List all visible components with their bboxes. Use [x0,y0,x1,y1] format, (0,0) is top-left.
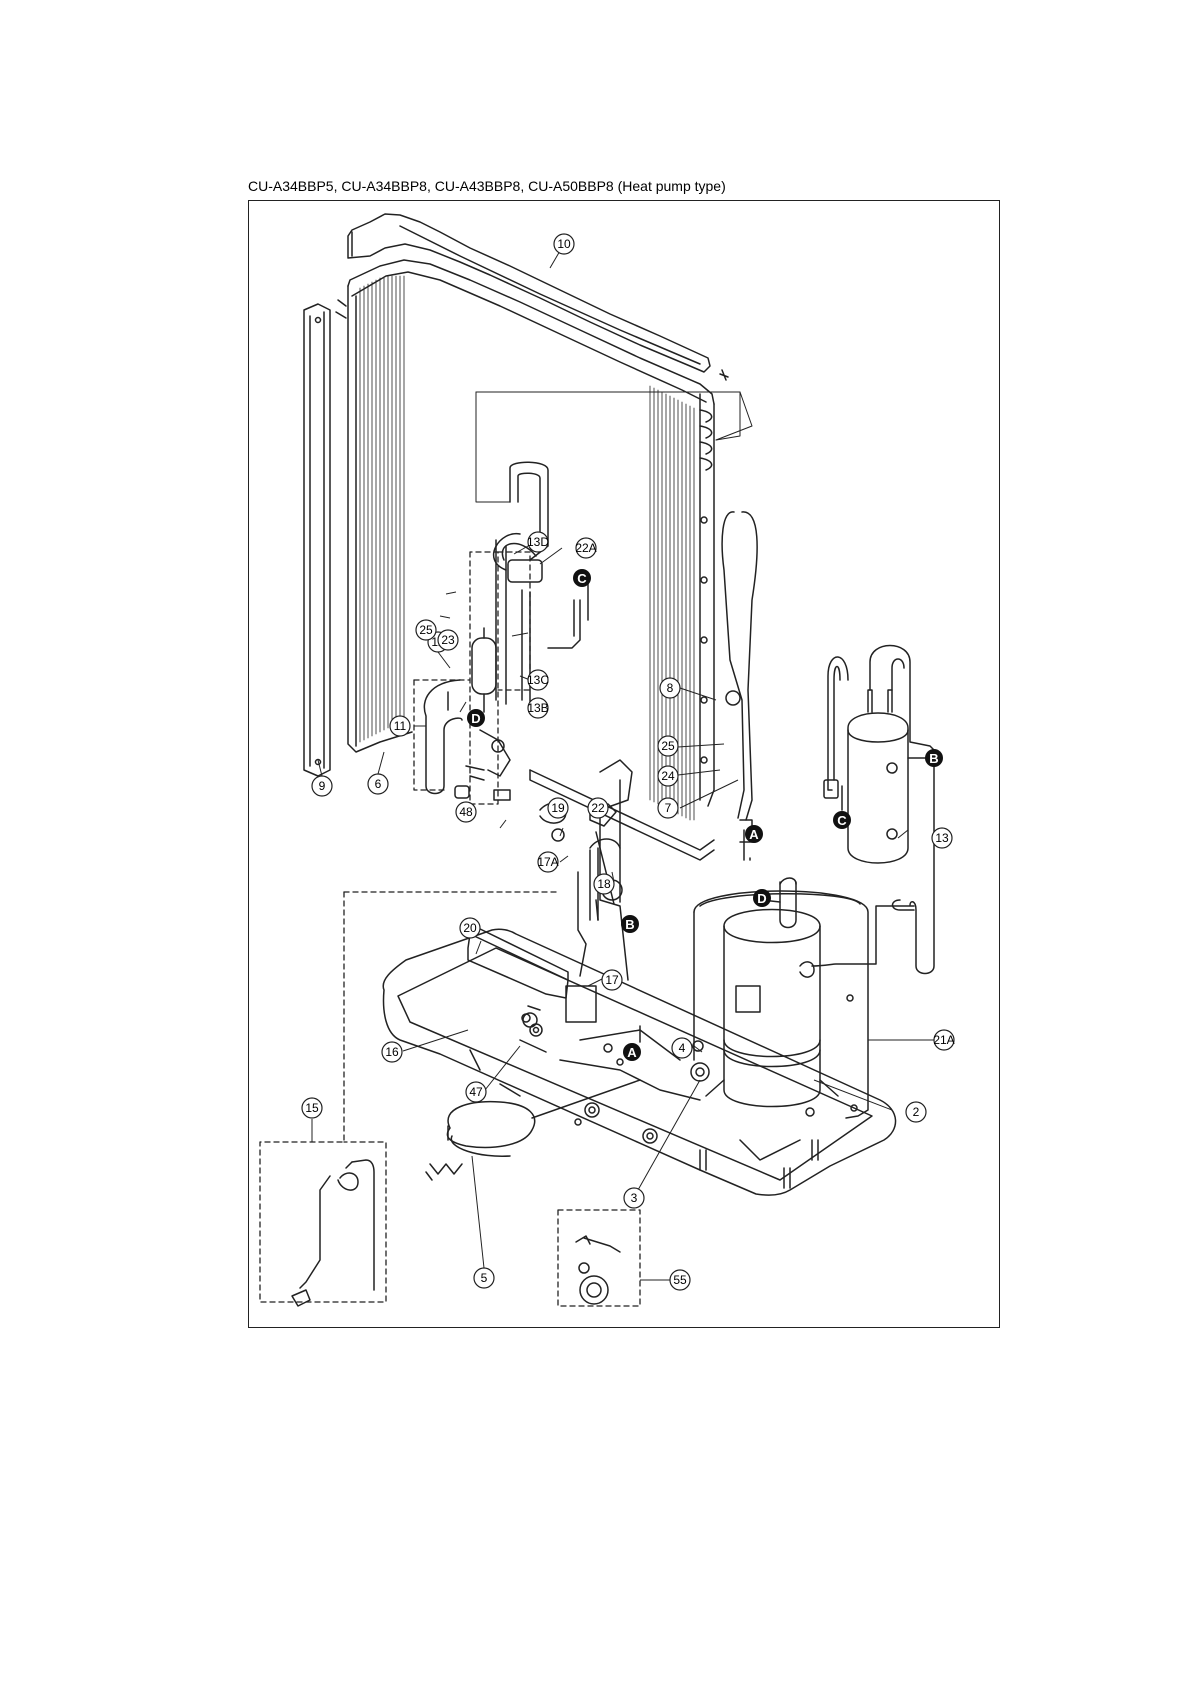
svg-text:9: 9 [319,779,326,793]
svg-text:10: 10 [557,237,571,251]
callout-23: 23 [438,630,458,650]
callout-15: 15 [302,1098,322,1118]
connector-C-top: C [573,569,591,587]
svg-text:17A: 17A [537,855,558,869]
connector-B-accumulator: B [925,749,943,767]
svg-text:13C: 13C [527,673,549,687]
callout-13D: 13D [527,532,549,552]
svg-text:55: 55 [673,1273,687,1287]
accumulator [824,646,934,974]
callout-19: 19 [548,798,568,818]
svg-text:22: 22 [591,801,605,815]
svg-text:21A: 21A [933,1033,954,1047]
svg-text:20: 20 [463,921,477,935]
svg-text:13D: 13D [527,535,549,549]
svg-text:47: 47 [469,1085,483,1099]
svg-text:D: D [757,891,766,906]
svg-text:13B: 13B [527,701,548,715]
callout-8: 8 [660,678,680,698]
connector-A-base: A [623,1043,641,1061]
coil-return-bends [700,410,712,763]
svg-text:25: 25 [419,623,433,637]
svg-text:B: B [929,751,938,766]
flow-arrows [588,578,926,1042]
svg-text:22A: 22A [575,541,596,555]
callout-13C: 13C [527,670,549,690]
svg-text:A: A [749,827,759,842]
callout-4: 4 [672,1038,692,1058]
callout-55: 55 [670,1270,690,1290]
svg-text:7: 7 [665,801,672,815]
svg-text:11: 11 [394,719,407,733]
svg-text:15: 15 [305,1101,319,1115]
top-panel [348,214,728,380]
callout-17A: 17A [537,852,558,872]
callout-47: 47 [466,1082,486,1102]
connector-D-compressor: D [753,889,771,907]
callout-5: 5 [474,1268,494,1288]
svg-text:B: B [625,917,634,932]
callout-2: 2 [906,1102,926,1122]
callout-48: 48 [456,802,476,822]
svg-text:16: 16 [385,1045,399,1059]
svg-text:2: 2 [913,1105,920,1119]
callout-25b: 25 [658,736,678,756]
svg-text:13: 13 [935,831,949,845]
callout-17: 17 [602,970,622,990]
svg-text:24: 24 [661,769,675,783]
callout-7: 7 [658,798,678,818]
svg-text:3: 3 [631,1191,638,1205]
callout-22: 22 [588,798,608,818]
callout-9: 9 [312,776,332,796]
svg-text:6: 6 [375,777,382,791]
callout-13: 13 [932,828,952,848]
svg-text:A: A [627,1045,637,1060]
svg-text:18: 18 [597,877,611,891]
svg-text:23: 23 [441,633,455,647]
svg-text:C: C [577,571,587,586]
svg-text:25: 25 [661,739,675,753]
callout-6: 6 [368,774,388,794]
callout-10: 10 [554,234,574,254]
svg-text:17: 17 [605,973,619,987]
accessory-kit [576,1236,620,1304]
callout-11: 11 [390,716,410,736]
callout-18: 18 [594,874,614,894]
pipe-assembly [292,1160,374,1306]
connector-B-lower: B [621,915,639,933]
svg-text:C: C [837,813,847,828]
connector-C-accumulator: C [833,811,851,829]
svg-text:8: 8 [667,681,674,695]
connector-D-left: D [467,709,485,727]
svg-text:D: D [471,711,480,726]
callout-25a: 25 [416,620,436,640]
callout-24: 24 [658,766,678,786]
svg-text:48: 48 [459,805,473,819]
liquid-lines [722,512,757,842]
subassembly-outlines [260,552,640,1306]
svg-text:19: 19 [551,801,565,815]
connector-A-right: A [745,825,763,843]
svg-text:5: 5 [481,1271,488,1285]
callout-3: 3 [624,1188,644,1208]
callout-22A: 22A [575,538,596,558]
side-panel [304,304,330,776]
compressor [706,878,914,1107]
callout-20: 20 [460,918,480,938]
callout-16: 16 [382,1042,402,1062]
svg-text:4: 4 [679,1041,686,1055]
callout-21A: 21A [933,1030,954,1050]
base-pan [383,929,895,1195]
callout-13B: 13B [527,698,548,718]
